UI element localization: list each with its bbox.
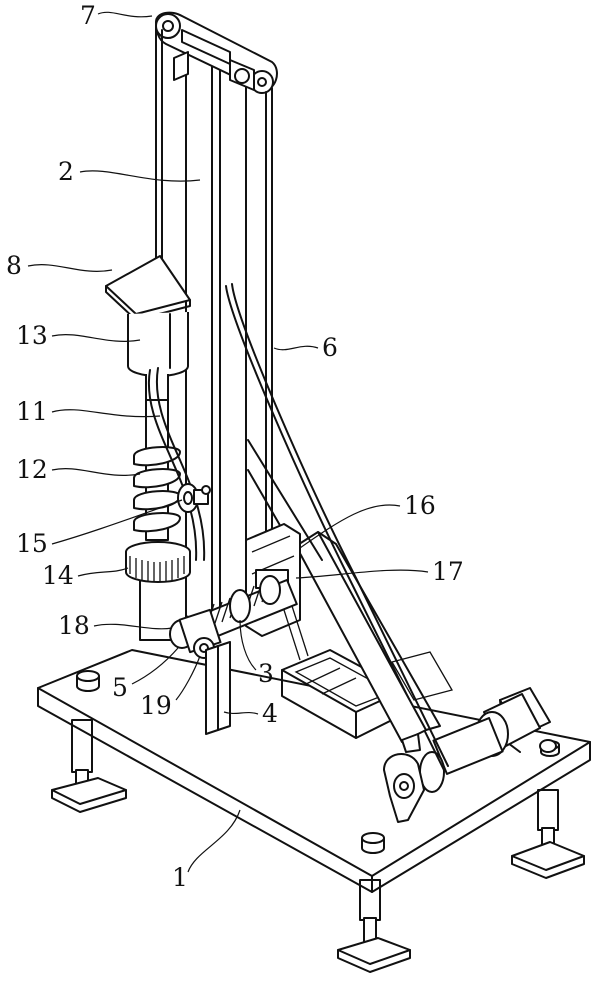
auger-screw: [133, 367, 206, 561]
callout-labels: 7 2 8 13 6 11 12 16 15 14 17 18 3 5 19 4: [6, 1, 464, 892]
label-19: 19: [140, 691, 172, 720]
label-4: 4: [262, 699, 278, 728]
side-wheel: [177, 483, 211, 513]
label-16: 16: [404, 491, 436, 520]
carriage: [105, 255, 191, 401]
label-12: 12: [16, 455, 48, 484]
gear-tube: [125, 541, 191, 641]
label-7: 7: [80, 1, 96, 30]
label-17: 17: [432, 557, 464, 586]
label-6: 6: [322, 333, 338, 362]
label-15: 15: [16, 529, 48, 558]
cables: [155, 25, 449, 771]
label-5: 5: [112, 673, 128, 702]
legs: [51, 719, 585, 973]
drive-motor: [383, 687, 557, 823]
label-14: 14: [42, 561, 74, 590]
label-11: 11: [16, 397, 48, 426]
label-1: 1: [172, 863, 188, 892]
label-3: 3: [258, 659, 274, 688]
label-18: 18: [58, 611, 90, 640]
top-pulley-head: [155, 11, 278, 94]
label-13: 13: [16, 321, 48, 350]
label-2: 2: [58, 157, 74, 186]
base-plate: [37, 649, 591, 893]
guide-tube: [247, 439, 441, 753]
lead-screw-drive: [169, 575, 298, 735]
label-8: 8: [6, 251, 22, 280]
